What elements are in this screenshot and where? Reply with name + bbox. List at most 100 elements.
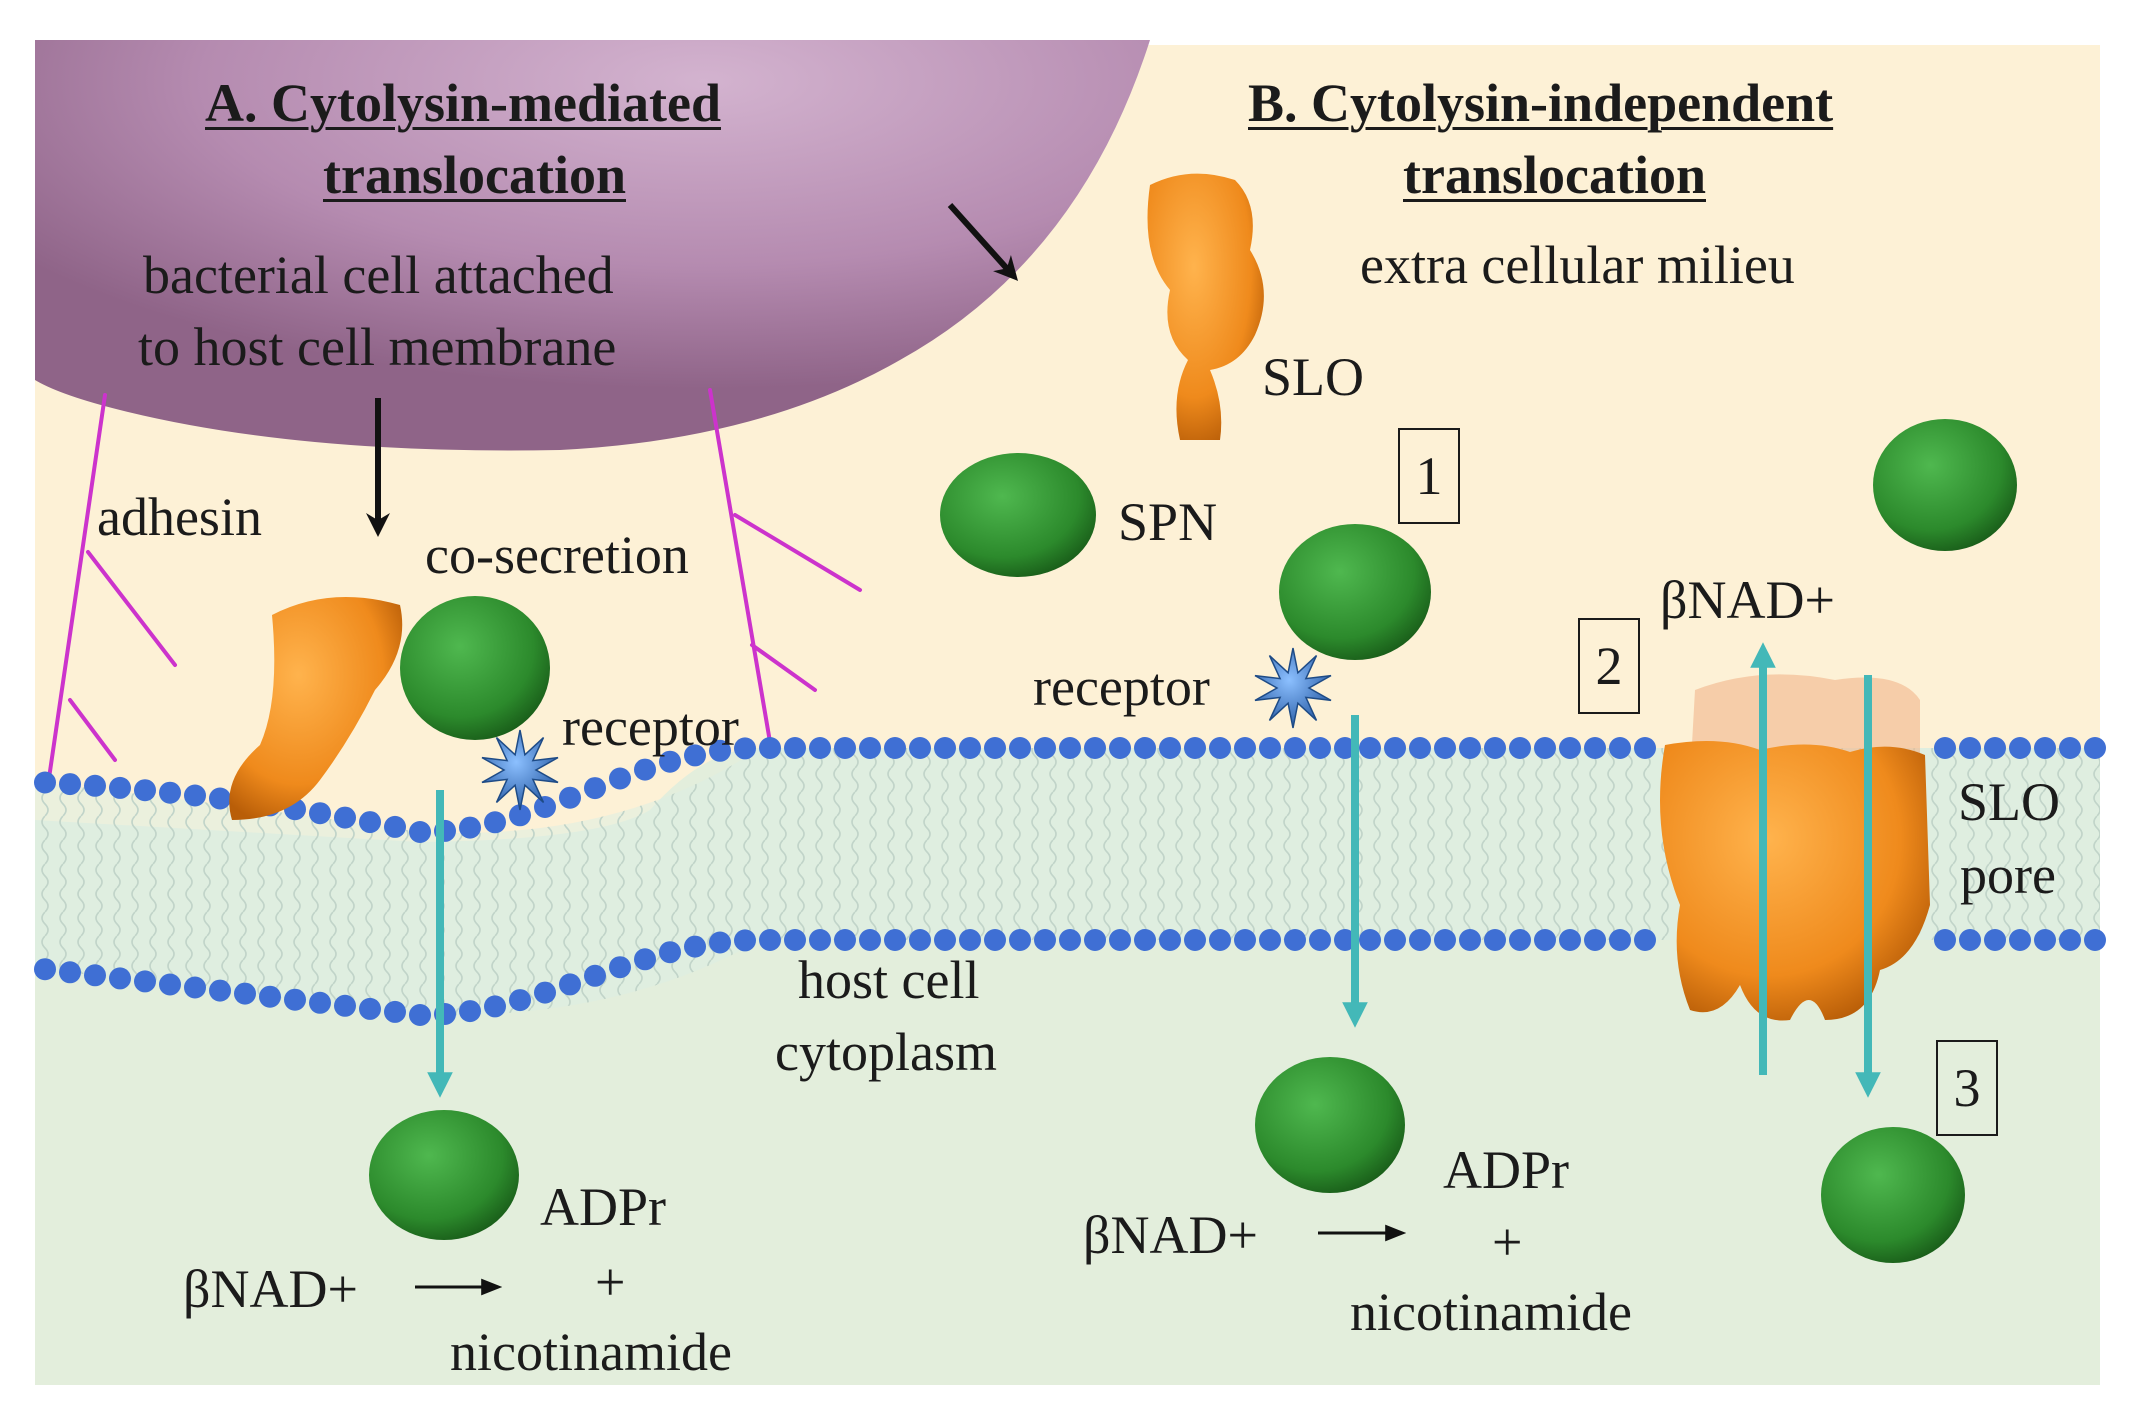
lipid-head	[459, 1000, 481, 1023]
lipid-head	[59, 773, 81, 796]
lipid-head	[659, 750, 681, 773]
lipid-head	[1159, 929, 1181, 951]
adpr-a-label: ADPr	[540, 1177, 667, 1237]
bacterial-cell-label-line1: bacterial cell attached	[143, 245, 614, 305]
bacterial-cell-label-line2: to host cell membrane	[138, 317, 617, 377]
slo-pore-label-line1: SLO	[1958, 772, 2061, 832]
lipid-head	[409, 1004, 431, 1026]
lipid-head	[1384, 737, 1406, 759]
spn-label: SPN	[1118, 492, 1218, 552]
lipid-head	[984, 929, 1006, 951]
lipid-head	[1484, 929, 1506, 951]
lipid-head	[1134, 737, 1156, 759]
lipid-head	[484, 995, 506, 1018]
lipid-head	[34, 771, 56, 794]
lipid-head	[2034, 737, 2056, 759]
adhesin-label: adhesin	[97, 487, 262, 547]
lipid-head	[709, 739, 731, 762]
lipid-head	[534, 796, 556, 818]
lipid-head	[359, 811, 381, 834]
lipid-head	[1059, 929, 1081, 951]
lipid-head	[1634, 737, 1656, 759]
lipid-head	[1134, 929, 1156, 951]
title-b-line1: B. Cytolysin-independent	[1248, 73, 1834, 133]
lipid-head	[1059, 737, 1081, 759]
plus-a-label: +	[595, 1252, 626, 1312]
receptor-a-icon	[481, 729, 559, 811]
lipid-head	[1334, 929, 1356, 951]
lipid-head	[1334, 737, 1356, 759]
lipid-head	[559, 973, 581, 996]
lipid-head	[1559, 929, 1581, 951]
lipid-head	[534, 981, 556, 1004]
lipid-head	[684, 744, 706, 767]
lipid-head	[284, 988, 306, 1011]
lipid-head	[2009, 737, 2031, 759]
lipid-head	[1209, 929, 1231, 951]
adhesin-fibers	[46, 388, 862, 787]
spn-cytoplasm-a	[369, 1110, 519, 1240]
lipid-head	[1034, 737, 1056, 759]
step-1-box: 1	[1398, 428, 1460, 524]
lipid-head	[1934, 929, 1956, 951]
lipid-head	[159, 781, 181, 804]
lipid-head	[1259, 929, 1281, 951]
lipid-head	[34, 958, 56, 981]
lipid-head	[1309, 929, 1331, 951]
lipid-head	[2059, 929, 2081, 951]
lipid-heads	[34, 737, 2106, 1026]
lipid-head	[1434, 929, 1456, 951]
lipid-head	[409, 821, 431, 843]
lipid-head	[584, 777, 606, 800]
lipid-head	[1609, 929, 1631, 951]
lipid-head	[334, 994, 356, 1017]
lipid-head	[1509, 929, 1531, 951]
host-cell-label-line1: host cell	[798, 950, 980, 1010]
lipid-head	[84, 774, 106, 797]
lipid-head	[1409, 929, 1431, 951]
lipid-head	[859, 929, 881, 951]
lipid-head	[584, 964, 606, 987]
slo-pore-label-line2: pore	[1960, 845, 2056, 905]
release-arrow	[947, 202, 1019, 281]
lipid-head	[1184, 737, 1206, 759]
lipid-head	[384, 1000, 406, 1023]
lipid-head	[634, 948, 656, 971]
lipid-head	[1534, 929, 1556, 951]
lipid-head	[1259, 737, 1281, 759]
lipid-head	[784, 737, 806, 759]
lipid-head	[609, 956, 631, 979]
lipid-head	[734, 929, 756, 952]
lipid-head	[809, 929, 831, 951]
lipid-head	[1559, 737, 1581, 759]
title-b-line2: translocation	[1403, 145, 1706, 205]
adpr-b-label: ADPr	[1443, 1140, 1570, 1200]
lipid-head	[959, 737, 981, 759]
lipid-head	[209, 787, 231, 810]
lipid-head	[2034, 929, 2056, 951]
bnad-a-label: βNAD+	[183, 1259, 358, 1319]
nicotinamide-b-label: nicotinamide	[1350, 1282, 1632, 1342]
lipid-head	[2084, 737, 2106, 759]
lipid-head	[234, 982, 256, 1005]
lipid-head	[334, 806, 356, 829]
lipid-head	[59, 961, 81, 984]
lipid-head	[1984, 929, 2006, 951]
extracellular-label: extra cellular milieu	[1360, 235, 1795, 295]
membrane-band	[35, 748, 2100, 1016]
plus-b-label: +	[1492, 1212, 1523, 1272]
lipid-head	[1234, 929, 1256, 951]
lipid-head	[1434, 737, 1456, 759]
bacterial-cell	[35, 40, 1150, 451]
nicotinamide-a-label: nicotinamide	[450, 1322, 732, 1382]
lipid-head	[959, 929, 981, 951]
lipid-head	[834, 929, 856, 951]
spn-protein-free	[940, 453, 1096, 577]
lipid-head	[759, 737, 781, 759]
lipid-head	[209, 979, 231, 1002]
lipid-head	[834, 737, 856, 759]
lipid-head	[459, 816, 481, 839]
lipid-head	[2009, 929, 2031, 951]
receptor-b-label: receptor	[1033, 657, 1210, 717]
lipid-head	[1634, 929, 1656, 951]
